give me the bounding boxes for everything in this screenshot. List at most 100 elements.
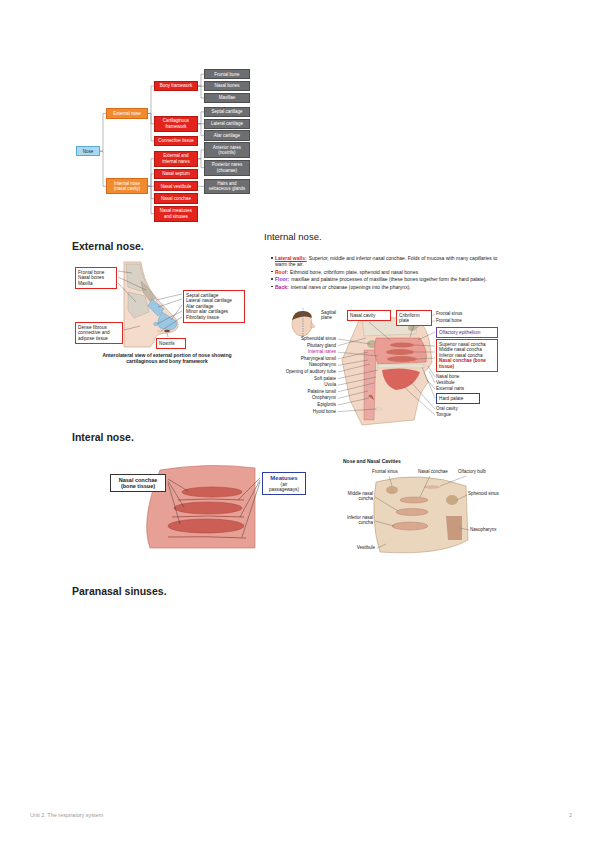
box-text: Cartilaginous framework xyxy=(157,118,195,129)
part-label: Palatine tonsil xyxy=(274,389,336,395)
figure-title: Nose and Nasal Cavities xyxy=(343,458,433,464)
leader-line xyxy=(118,277,146,290)
page-footer: Unit 2. The respiratory system xyxy=(30,812,190,819)
bullet-term: Roof: xyxy=(275,269,288,275)
sagittal-plane-line xyxy=(303,308,304,340)
item-box: Nasal bones xyxy=(204,81,250,91)
bullet-text: Ethmoid bone, cribriform plate, sphenoid… xyxy=(290,269,419,275)
concha-shape xyxy=(386,349,414,355)
concha-shape xyxy=(168,519,244,533)
leader-lines xyxy=(118,271,182,337)
item-box: Posterior nares (choanae) xyxy=(204,160,250,176)
topic-box: Cartilaginous framework xyxy=(154,116,198,132)
box-subtext: Middle nasal concha xyxy=(439,347,495,353)
leader-line xyxy=(440,476,466,486)
leader-line xyxy=(427,380,435,389)
box-text: Hairs and sebaceous glands xyxy=(207,181,247,192)
part-label: Sphenoid sinus xyxy=(468,491,502,496)
bullet-dot xyxy=(271,278,273,280)
leader-line xyxy=(410,381,435,409)
part-label: Pharyngeal tonsil xyxy=(274,356,336,362)
callout-box: Nostrils xyxy=(156,338,186,349)
section-heading: Internal nose. xyxy=(264,231,404,242)
leader-line xyxy=(338,391,368,398)
item-box: Lateral cartilage xyxy=(204,119,250,129)
leader-line xyxy=(240,480,260,517)
callout-box: Superior nasal conchaMiddle nasal concha… xyxy=(436,339,498,372)
hair xyxy=(292,311,312,320)
box-text: Frontal bone xyxy=(207,72,247,77)
maxilla xyxy=(128,292,149,318)
part-label: Oral cavity xyxy=(436,406,496,412)
part-label: Nasopharynx xyxy=(274,362,336,368)
box-text: Nasal vestibule xyxy=(157,184,195,189)
topic-box: Connective tissue xyxy=(154,136,198,146)
box-text: Dense fibrous connective and adipose tis… xyxy=(78,325,120,342)
box-text: Olfactory epithelium xyxy=(439,330,495,336)
box-subtext: Lateral nasal cartilage xyxy=(186,298,242,304)
concha-shape xyxy=(400,497,428,503)
bullet-item: Lateral walls:Superior, middle and infer… xyxy=(270,255,498,267)
face-skin xyxy=(124,262,178,347)
concha-shape xyxy=(387,356,417,362)
part-label: Middle nasal concha xyxy=(343,491,373,502)
leader-line xyxy=(168,479,188,491)
part-label: Frontal sinus xyxy=(372,469,406,474)
leader-line xyxy=(457,495,467,500)
topic-box: Nasal septum xyxy=(154,169,198,179)
meatus-line xyxy=(178,499,244,500)
box-subtext: Minor alar cartilages xyxy=(186,309,242,315)
part-label: Internal nares xyxy=(274,349,336,355)
leader-line xyxy=(338,398,369,405)
fibrofatty-tissue xyxy=(157,330,163,333)
callout-box: Septal cartilageLateral nasal cartilageA… xyxy=(183,290,245,323)
box-text: Nose xyxy=(79,149,97,154)
leader-line xyxy=(429,371,435,383)
external-nose-drawing xyxy=(118,262,182,347)
part-label: Soft palate xyxy=(274,376,336,382)
meatus-line xyxy=(172,516,244,517)
item-box: Anterior nares (nostrils) xyxy=(204,142,250,158)
part-label: Uvula xyxy=(274,382,336,388)
section-heading: Interal nose. xyxy=(72,431,212,444)
leader-line xyxy=(428,366,435,377)
leader-line xyxy=(338,409,376,412)
nostril xyxy=(164,330,170,332)
leader-line xyxy=(338,383,374,392)
leader-line xyxy=(161,317,182,331)
box-text: Lateral cartilage xyxy=(207,121,247,126)
bullet-dot xyxy=(271,271,273,273)
meatus-line xyxy=(168,537,246,538)
leader-line xyxy=(422,367,435,398)
leader-line xyxy=(158,299,182,307)
topic-box: Nasal meatuses and sinuses xyxy=(154,206,198,222)
root-box: Nose xyxy=(76,146,100,156)
box-text: Nasal meatuses and sinuses xyxy=(157,208,195,219)
bullet-term: Back: xyxy=(275,284,289,290)
box-text: Nasal septum xyxy=(157,171,195,176)
leader-line xyxy=(338,339,370,344)
leader-line xyxy=(118,271,132,273)
item-box: Septal cartilage xyxy=(204,107,250,117)
nasal-cavities-drawing xyxy=(374,476,469,553)
leader-line xyxy=(389,476,392,486)
callout-box: Cribriform plate xyxy=(396,310,432,326)
item-box: Hairs and sebaceous glands xyxy=(204,179,250,195)
leader-line xyxy=(238,478,260,500)
box-text: Nostrils xyxy=(159,341,183,347)
callout-box: Olfactory epithelium xyxy=(436,327,498,338)
leader-line xyxy=(168,483,180,524)
box-text: Hard palate xyxy=(439,396,477,402)
bullet-item: Floor:maxillae and palatine processes of… xyxy=(270,276,498,282)
leader-line xyxy=(168,481,184,507)
concha-shape xyxy=(182,487,242,497)
tongue-shape xyxy=(382,368,420,390)
part-label: Sphenoidal sinus xyxy=(274,336,336,342)
concha-shape xyxy=(174,502,242,514)
box-text: Connective tissue xyxy=(157,138,195,143)
category-box: External nose xyxy=(106,108,148,118)
bullet-text: maxillae and palatine processes of maxil… xyxy=(291,276,487,282)
